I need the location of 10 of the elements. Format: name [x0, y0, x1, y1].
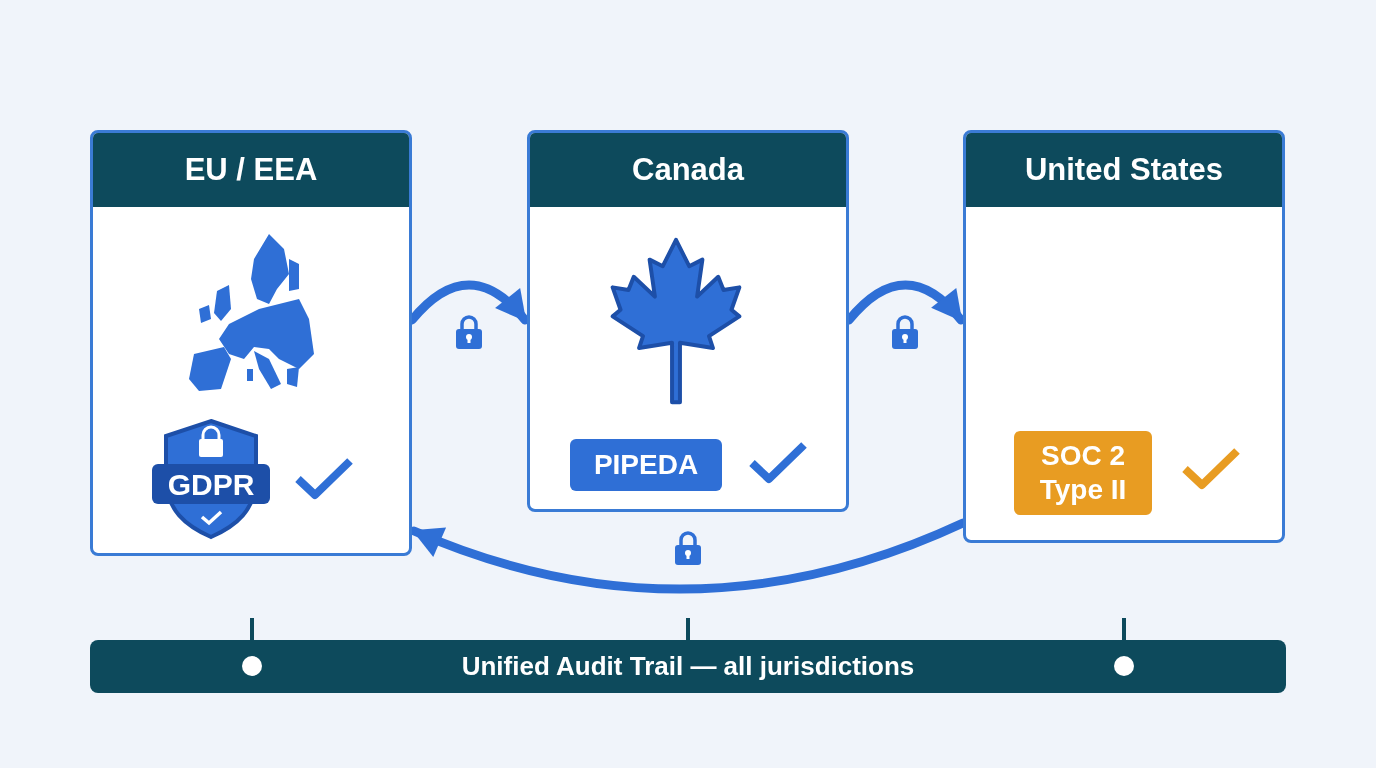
region-card — [963, 130, 1285, 543]
standard-badge: SOC 2 Type II — [1014, 431, 1152, 515]
card-heading: EU / EEA — [93, 133, 409, 207]
region-card — [527, 130, 849, 512]
region-card — [90, 130, 412, 556]
audit-trail-bar — [90, 640, 1286, 693]
card-heading: Canada — [530, 133, 846, 207]
bar-label: Unified Audit Trail — all jurisdictions — [460, 650, 916, 683]
card-heading: United States — [966, 133, 1282, 207]
law-badge: PIPEDA — [570, 439, 722, 491]
